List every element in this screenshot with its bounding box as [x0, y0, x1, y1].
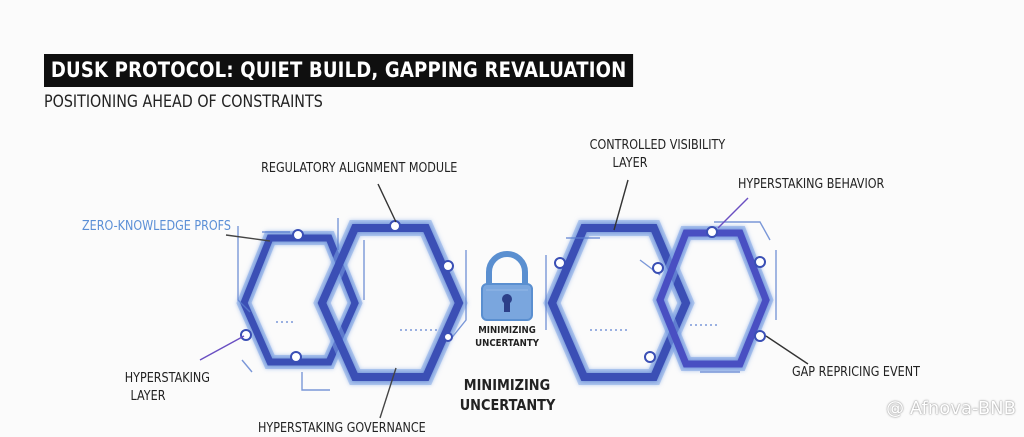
center-caption-line1: MINIMIZING [463, 376, 551, 394]
right-hexagon-cluster [543, 220, 774, 385]
label-controlled-visibility-line2: LAYER [612, 156, 648, 171]
left-circuit-traces [237, 218, 467, 391]
center-caption-line2: UNCERTANTY [459, 396, 556, 414]
label-hyperstaking-layer-line2: LAYER [130, 389, 166, 404]
label-leader-lines [199, 179, 809, 419]
leader-hyperstaking-behavior [717, 197, 749, 229]
page-title: DUSK PROTOCOL: QUIET BUILD, GAPPING REVA… [44, 54, 634, 87]
label-controlled-visibility-line1: CONTROLLED VISIBILITY [589, 138, 726, 153]
label-hyperstaking-behavior: HYPERSTAKING BEHAVIOR [738, 177, 885, 192]
page-subtitle: POSITIONING AHEAD OF CONSTRAINTS [44, 92, 323, 112]
lock-caption-line1: MINIMIZING [478, 325, 536, 336]
padlock-icon [481, 251, 533, 321]
label-hyperstaking-governance: HYPERSTAKING GOVERNANCE [258, 421, 426, 436]
left-connector-nodes [240, 220, 454, 363]
label-regulatory-alignment-module: REGULATORY ALIGNMENT MODULE [261, 161, 458, 176]
leader-controlled-visibility [613, 179, 629, 231]
lock-caption-line2: UNCERTANTY [475, 338, 539, 349]
leader-regulatory [377, 183, 397, 223]
label-zero-knowledge-proofs: ZERO-KNOWLEDGE PROFS [82, 219, 232, 234]
leader-zk [225, 234, 271, 242]
watermark-text: @ Afnova-BNB [886, 398, 1016, 419]
label-hyperstaking-layer-line1: HYPERSTAKING [124, 371, 210, 386]
right-connector-nodes [554, 226, 766, 363]
leader-governance [379, 367, 397, 419]
leader-gap-repricing [765, 335, 809, 365]
label-gap-repricing-event: GAP REPRICING EVENT [792, 365, 920, 380]
left-hexagon-cluster [236, 220, 468, 385]
leader-hyperstaking-layer [199, 335, 245, 361]
